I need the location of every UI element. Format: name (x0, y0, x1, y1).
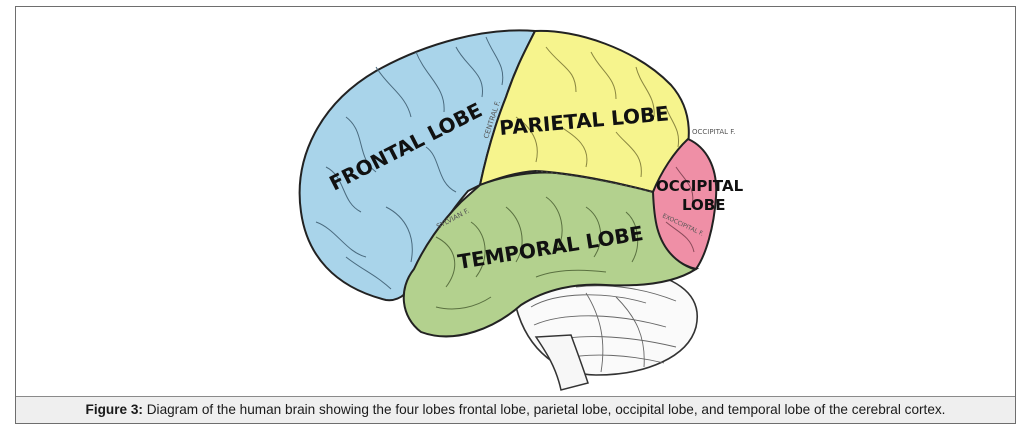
occipital-lobe-label-line2: LOBE (682, 196, 725, 214)
frontal-lobe (298, 29, 537, 302)
caption-text: Diagram of the human brain showing the f… (142, 402, 946, 417)
temporal-lobe-region (402, 171, 700, 338)
occipital-lobe-label-line1: OCCIPITAL (656, 177, 744, 195)
figure-frame: FRONTAL LOBE PARIETAL LOBE TEMPORAL LOBE… (15, 6, 1016, 424)
figure-caption: Figure 3: Diagram of the human brain sho… (16, 396, 1015, 423)
temporal-lobe (402, 171, 700, 338)
brain-diagram: FRONTAL LOBE PARIETAL LOBE TEMPORAL LOBE… (298, 29, 744, 391)
parietal-temporal-boundary (535, 170, 654, 193)
figure-image-area: FRONTAL LOBE PARIETAL LOBE TEMPORAL LOBE… (16, 7, 1015, 396)
caption-label: Figure 3: (85, 402, 143, 417)
occipital-lobe (651, 137, 718, 271)
brain-stem (534, 334, 589, 391)
occipital-fissure-label: OCCIPITAL F. (692, 128, 735, 136)
